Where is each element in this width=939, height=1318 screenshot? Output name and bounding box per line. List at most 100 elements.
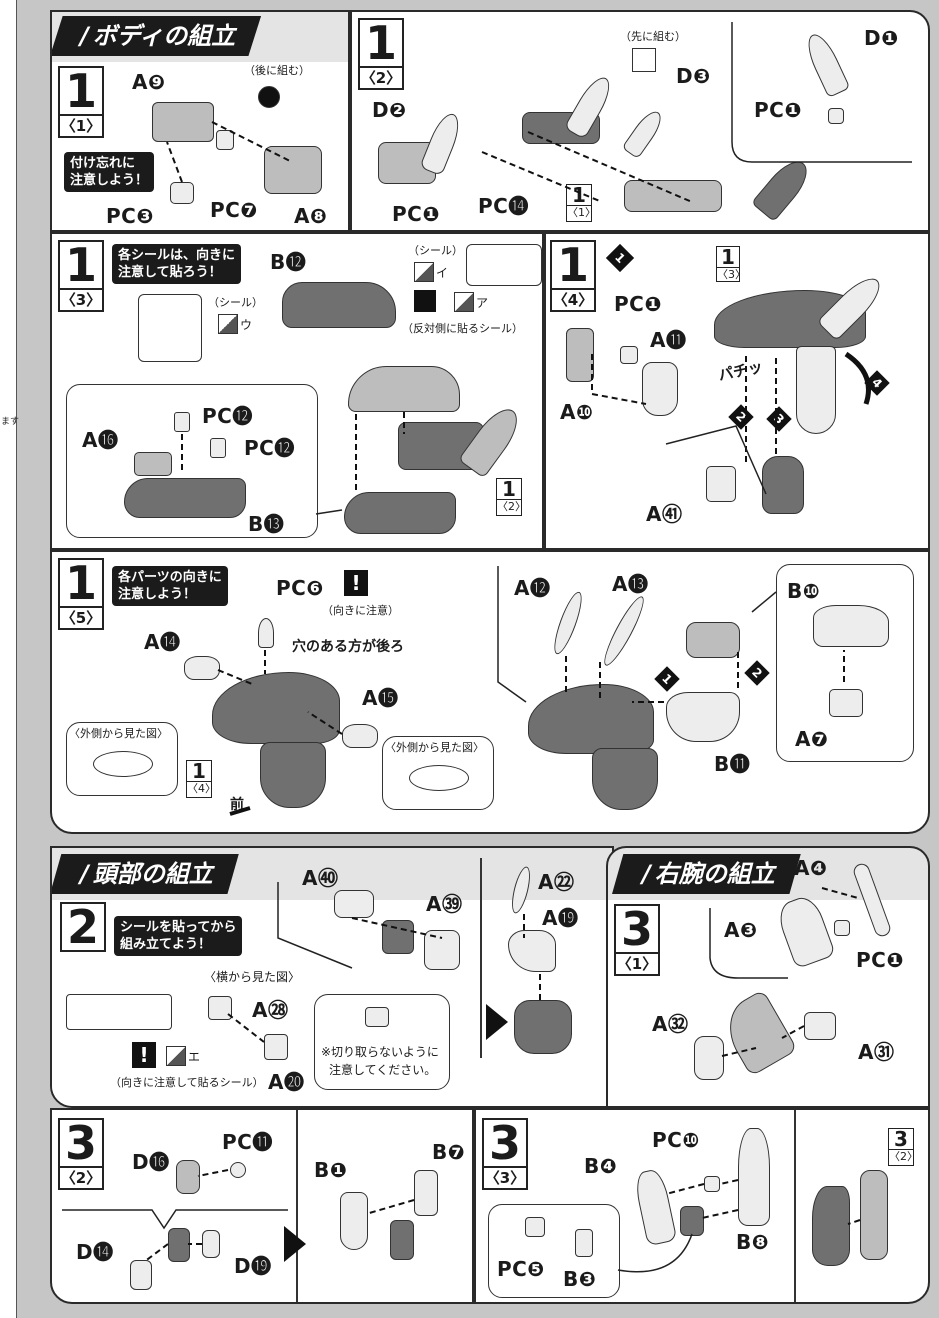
part-head-core (382, 920, 414, 954)
sticker-note: 各シールは、向きに 注意して貼ろう！ (112, 244, 242, 284)
step-3-3: 3 〈3〉 (482, 1118, 528, 1190)
inset-b10: B❿ A❼ (776, 564, 914, 762)
part-b7 (414, 1170, 438, 1216)
part-pc1 (834, 920, 850, 936)
seal-e-label: エ (188, 1050, 201, 1064)
step-sub: 〈3〉 (60, 288, 102, 310)
seal-e (166, 1046, 186, 1066)
part-arm-lower (624, 180, 722, 212)
reverse-note: （反対側に貼るシール） (402, 322, 523, 335)
part-label: A⓭ (612, 572, 649, 596)
part-a15 (342, 724, 378, 748)
section-banner-body: /ボディの組立 (52, 16, 262, 56)
panel-1-1: /ボディの組立 1 〈1〉 A❾ （後に組む） 付け忘れに 注意しよう！ PC❸… (50, 10, 350, 232)
warning-icon: ! (132, 1042, 156, 1068)
divider (794, 1110, 796, 1302)
panel-1-3: 1 〈3〉 各シールは、向きに 注意して貼ろう！ B⓬ （シール） イ ア （反… (50, 232, 544, 550)
part-a8 (264, 146, 322, 194)
outer-view-left: 〈外側から見た図〉 (66, 722, 178, 796)
part-label: A⓯ (362, 686, 399, 710)
step-number: 1 (64, 556, 97, 610)
first-note: （先に組む） (620, 30, 686, 43)
part-a13 (598, 592, 650, 670)
section-title-right-arm: 右腕の組立 (654, 860, 775, 888)
section-banner-right-arm: /右腕の組立 (612, 854, 801, 894)
step-1-5: 1 〈5〉 (58, 558, 104, 630)
part-arm-shield (812, 1186, 850, 1266)
order-2: 2 (744, 660, 770, 686)
step-sub: 〈1〉 (616, 952, 658, 974)
sticker-note-line-2: 注意して貼ろう！ (118, 265, 222, 280)
part-label: A❹ (794, 856, 828, 880)
panel-2: /頭部の組立 2 シールを貼ってから 組み立てよう！ 〈横から見た図〉 A㊵ A… (50, 846, 614, 1108)
seal-u (218, 314, 238, 334)
cut-note-box: ※切り取らないように 注意してください。 (314, 994, 450, 1090)
part-arm-joint (390, 1220, 414, 1260)
sticker-note-line-1: 各シールは、向きに (118, 248, 236, 263)
step-2: 2 (60, 902, 106, 952)
seal-label: （シール） (408, 244, 463, 257)
seal-note: （向きに注意して貼るシール） (110, 1076, 264, 1089)
ref-3-2: 3 〈2〉 (888, 1128, 918, 1166)
part-label: A❿ (560, 400, 594, 424)
panel-3-1: /右腕の組立 3 〈1〉 A❹ A❸ PC❶ A㉜ A㉛ (606, 846, 930, 1108)
part-pc6 (258, 618, 274, 648)
hole-note: 穴のある方が後ろ (292, 639, 404, 655)
seal-a (454, 292, 474, 312)
step-sub: 〈5〉 (60, 606, 102, 628)
side-view-label: 〈横から見た図〉 (204, 970, 301, 984)
part-a16 (134, 452, 172, 476)
part-label: PC❶ (856, 948, 904, 972)
part-label: D❸ (676, 64, 711, 88)
part-b10 (813, 605, 889, 647)
part-blade-b (563, 72, 617, 140)
part-label: A❽ (294, 204, 328, 228)
part-label: B⓭ (248, 512, 285, 536)
divider (480, 858, 482, 1058)
part-label: B❿ (787, 579, 821, 603)
part-label: A⓰ (82, 428, 119, 452)
part-label: D❶ (864, 26, 899, 50)
step-3-2: 3 〈2〉 (58, 1118, 104, 1190)
part-a41 (706, 466, 736, 502)
part-label: B❸ (563, 1267, 597, 1291)
sticker-note: シールを貼ってから 組み立てよう！ (114, 916, 243, 956)
seal-u-label: ウ (240, 318, 253, 332)
part-label: A㉘ (252, 998, 289, 1022)
part-label: D⓰ (132, 1150, 170, 1174)
order-2: 2 (728, 404, 754, 430)
part-pc12-b (210, 438, 226, 458)
part-label: PC❶ (754, 98, 802, 122)
part-leg-2 (592, 748, 658, 810)
part-a10 (566, 328, 594, 382)
part-b3 (575, 1229, 593, 1257)
side-view (66, 994, 172, 1030)
step-sub: 〈2〉 (60, 1166, 102, 1188)
part-a20 (264, 1034, 288, 1060)
step-sub: 〈1〉 (60, 114, 102, 136)
part-a11 (642, 362, 678, 416)
part-leg (260, 742, 326, 808)
later-icon (258, 86, 280, 108)
caution-note: 付け忘れに 注意しよう！ (64, 152, 155, 192)
ref-sub: 〈2〉 (497, 499, 526, 513)
ref-1-4: 1 〈4〉 (186, 760, 216, 798)
left-page-edge (0, 0, 17, 1318)
part-waist (762, 456, 804, 514)
panel-1-4: 1 〈4〉 1 PC❶ A⓫ A❿ A㊶ 1 〈3〉 パチッ 2 3 4 (544, 232, 930, 550)
part-label: B❶ (314, 1158, 348, 1182)
direction-note-line-2: 注意しよう！ (118, 587, 197, 602)
part-pc3 (170, 182, 194, 204)
part-d16 (176, 1160, 200, 1194)
part-label: A㉜ (652, 1012, 689, 1036)
part-a19 (508, 930, 556, 972)
panel-1-2: 1 〈2〉 （先に組む） D❷ D❸ D❶ PC❶ PC⓮ PC❶ 1 〈1〉 (350, 10, 930, 232)
part-d14-core (168, 1228, 190, 1262)
part-label: PC❼ (210, 198, 258, 222)
part-b11 (666, 692, 740, 742)
arrow-right-icon (284, 1226, 306, 1262)
order-3: 3 (766, 406, 792, 432)
part-d1 (801, 29, 851, 99)
part-label: A⓫ (650, 328, 687, 352)
front-label: 前 (230, 797, 244, 813)
